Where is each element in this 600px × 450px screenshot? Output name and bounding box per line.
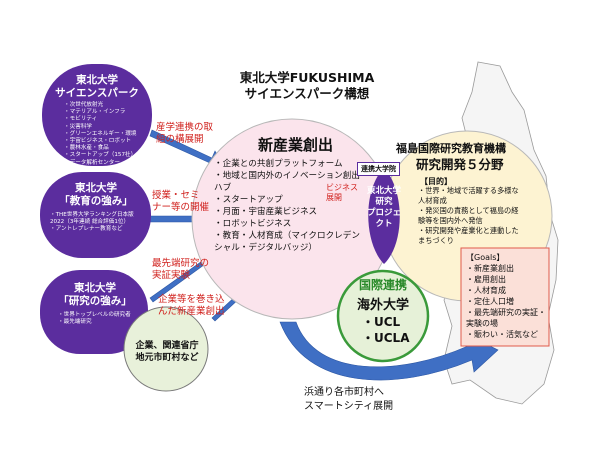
science-park-item: データ解析センター [64,160,144,167]
arrow-label-1a: 産学連携の取 [156,122,214,133]
fukushima-purpose: 【目的】 [420,177,452,186]
companies-text: 企業、関連省庁 地元市町村など [128,340,206,364]
international-line1: 海外大学 [356,298,409,313]
joint-graduate-badge: 連携大学院 [357,162,400,176]
new-industry-item: スタートアップ [214,194,360,206]
smartcity-text: 浜通り各市町村へ スマートシティ展開 [304,386,393,414]
new-industry-list: 企業との共創プラットフォーム地域と国内外のイノベーション創出ハブスタートアップ月… [214,158,360,254]
new-industry-heading: 新産業創出 [258,136,334,154]
science-park-item: 災害科学 [64,124,144,131]
goal-item: 定住人口増 [466,296,546,307]
research-heading-2: 「研究の強み」 [58,295,132,307]
research-item: 世界トップレベルの研究者 [58,312,140,319]
science-park-item: スタートアップ（157社） [64,152,144,159]
fukushima-item: 研究開発や産業化と連動したまちづくり [418,226,522,246]
science-park-text: 東北大学 サイエンスパーク 次世代放射光マテリアル・インフラモビリティ災害科学グ… [50,74,144,167]
arrow-label-seminar: 授業・セミ ナー等の開催 [152,190,209,214]
goal-item: 人材育成 [466,285,546,296]
science-park-item: 次世代放射光 [64,102,144,109]
new-industry-item: ロボットビジネス [214,218,360,230]
fukushima-heading-1: 福島国際研究教育機構 [396,142,506,155]
goals-text: 【Goals】 新産業創出雇用創出人材育成定住人口増最先端研究の実証・実験の場賑… [466,252,548,340]
fukushima-heading: 福島国際研究教育機構 研究開発５分野 [396,142,538,172]
arrow-smartcity [279,321,499,381]
goal-item: 最先端研究の実証・実験の場 [466,307,546,329]
science-park-item: マテリアル・インフラ [64,109,144,116]
arrow-label-3b: 実証実験 [152,270,191,281]
project-line2: 研究 [375,197,393,207]
international-circle [336,269,430,363]
fukushima-list: 世界・地域で活躍する多様な人材育成発災国の責務として福島の経験等を国内外へ発信研… [418,186,522,246]
goals-list: 新産業創出雇用創出人材育成定住人口増最先端研究の実証・実験の場賑わい・活気など [466,263,546,340]
arrow-label-2a: 授業・セミ [152,190,200,201]
science-park-heading-2: サイエンスパーク [55,87,139,99]
companies-circle [123,306,209,392]
project-line1: 東北大学 [366,186,401,196]
science-park-item: グリーンエネルギー・環境 [64,131,144,138]
goal-item: 賑わい・活気など [466,329,546,340]
international-heading: 国際連携 [358,278,407,292]
science-park-list: 次世代放射光マテリアル・インフラモビリティ災害科学グリーンエネルギー・環境宇宙ビ… [64,102,144,167]
science-park-item: モビリティ [64,116,144,123]
education-item: THE世界大学ランキング日本版2022（3年連続 総合評価1位） [50,212,142,226]
companies-line1: 企業、関連省庁 [135,341,199,351]
international-line3: ・UCLA [362,331,410,345]
arrow-label-industry-academia: 産学連携の取 組の構展開 [156,122,213,146]
international-line2: ・UCL [362,315,401,329]
arrow-label-1b: 組の構展開 [156,134,204,145]
science-park-item: 宇宙ビジネス・ロボット [64,138,144,145]
diagram-title: 東北大学FUKUSHIMA サイエンスパーク構想 [212,70,402,102]
fukushima-item: 発災国の責務として福島の経験等を国内外へ発信 [418,206,522,226]
education-heading-2: 「教育の強み」 [59,195,133,207]
education-list: THE世界大学ランキング日本版2022（3年連続 総合評価1位）アントレプレナー… [50,212,142,234]
science-park-item: 農林水産・食品 [64,145,144,152]
project-lens-shape [368,168,400,264]
goal-item: 雇用創出 [466,274,546,285]
smartcity-line1: 浜通り各市町村へ [304,387,384,398]
research-heading-1: 東北大学 [74,282,116,294]
goals-heading: 【Goals】 [466,253,505,262]
arrow-label-demo: 最先端研究の 実証実験 [152,258,209,282]
international-text: 国際連携 海外大学 ・UCL ・UCLA [348,278,418,346]
new-industry-item: 地域と国内外のイノベーション創出ハブ [214,170,360,194]
arrow-label-2b: ナー等の開催 [152,202,210,213]
science-park-heading-1: 東北大学 [76,74,118,86]
research-item: 最先端研究 [58,319,140,326]
smartcity-line2: スマートシティ展開 [304,401,394,412]
education-item: アントレプレナー教育など [50,226,142,233]
project-text: 東北大学 研究 プロジェクト [366,186,402,230]
arrow-label-4a: 企業等を巻き込 [158,294,225,305]
title-line1: 東北大学FUKUSHIMA [239,70,375,85]
education-text: 東北大学 「教育の強み」 THE世界大学ランキング日本版2022（3年連続 総合… [50,182,142,234]
new-industry-item: 月面・宇宙産業ビジネス [214,206,360,218]
title-line2: サイエンスパーク構想 [244,86,370,101]
arrow-label-3a: 最先端研究の [152,258,210,269]
education-heading-1: 東北大学 [75,182,117,194]
fukushima-heading-2: 研究開発５分野 [416,157,504,172]
goal-item: 新産業創出 [466,263,546,274]
research-list: 世界トップレベルの研究者最先端研究 [58,312,140,326]
arrow-label-4b: んだ新産業創出 [158,306,225,317]
fukushima-item: 世界・地域で活躍する多様な人材育成 [418,186,522,206]
new-industry-item: 教育・人材育成（マイクロクレデンシャル・デジタルバッジ） [214,230,360,254]
research-text: 東北大学 「研究の強み」 世界トップレベルの研究者最先端研究 [50,282,140,326]
companies-line2: 地元市町村など [135,353,199,363]
arrow-label-companies: 企業等を巻き込 んだ新産業創出 [158,294,225,318]
project-line3: プロジェクト [366,208,401,229]
new-industry-item: 企業との共創プラットフォーム [214,158,360,170]
